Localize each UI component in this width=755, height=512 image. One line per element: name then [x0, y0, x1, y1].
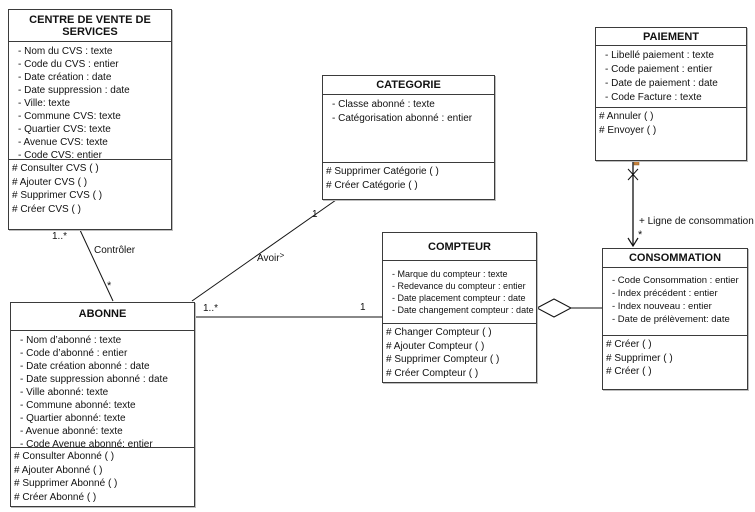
class-title: CONSOMMATION [603, 249, 747, 268]
attribute-item: - Date suppression abonné : date [20, 374, 168, 385]
method-item: # Envoyer ( ) [599, 124, 657, 136]
class-title: ABONNE [11, 303, 194, 331]
method-item: # Consulter CVS ( ) [12, 163, 99, 174]
direction-arrow-icon: ˃ [279, 251, 285, 260]
class-methods: # Créer ( ) # Supprimer ( ) # Créer ( ) [603, 336, 747, 389]
attribute-item: - Commune CVS: texte [18, 111, 121, 122]
class-title: COMPTEUR [383, 233, 536, 261]
method-item: # Supprimer Catégorie ( ) [326, 166, 439, 177]
attribute-item: - Ville abonné: texte [20, 387, 109, 398]
cross-mark-icon [627, 168, 639, 181]
attribute-item: - Redevance du compteur : entier [392, 281, 526, 291]
method-item: # Ajouter Abonné ( ) [14, 464, 103, 476]
method-item: # Créer Catégorie ( ) [326, 179, 418, 191]
class-title: CATEGORIE [323, 76, 494, 95]
multiplicity-abonne-compteur-left: 1..* [203, 303, 219, 314]
attribute-item: - Marque du compteur : texte [392, 269, 508, 279]
multiplicity-cvs-end: 1..* [52, 231, 68, 242]
attribute-item: - Code paiement : entier [605, 64, 713, 75]
method-item: # Supprimer Abonné ( ) [14, 478, 118, 489]
method-item: # Créer ( ) [606, 366, 652, 377]
attribute-item: - Code d’abonné : entier [20, 348, 128, 359]
class-attributes: - Nom du CVS : texte - Code du CVS : enti… [9, 42, 171, 161]
attribute-item: - Commune abonné: texte [20, 400, 136, 411]
class-box-categorie[interactable]: CATEGORIE - Classe abonné : texte - Catég… [322, 75, 495, 200]
method-item: # Créer Abonné ( ) [14, 491, 97, 503]
class-attributes: - Libellé paiement : texte - Code paiemen… [596, 46, 746, 108]
attribute-item: - Quartier abonné: texte [20, 413, 126, 424]
association-label-controler: Contrôler [94, 245, 136, 256]
attribute-item: - Date de prélèvement: date [612, 314, 730, 325]
method-item: # Annuler ( ) [599, 111, 654, 122]
association-line-avoir[interactable] [191, 199, 337, 302]
attribute-item: - Libellé paiement : texte [605, 50, 714, 61]
attribute-item: - Classe abonné : texte [332, 99, 435, 110]
attribute-item: - Index précédent : entier [612, 288, 718, 299]
attribute-item: - Quartier CVS: texte [18, 124, 111, 135]
association-label-avoir-text: Avoir [257, 253, 280, 264]
class-box-abonne[interactable]: ABONNE - Nom d’abonné : texte - Code d’ab… [10, 302, 195, 507]
method-item: # Créer Compteur ( ) [386, 367, 479, 379]
class-title: CENTRE DE VENTE DE SERVICES [9, 10, 171, 42]
class-methods: # Consulter Abonné ( ) # Ajouter Abonné (… [11, 448, 194, 506]
method-item: # Supprimer Compteur ( ) [386, 354, 500, 365]
class-methods: # Changer Compteur ( ) # Ajouter Compteur… [383, 324, 536, 382]
class-methods: # Consulter CVS ( ) # Ajouter CVS ( ) # Su… [9, 160, 171, 229]
method-item: # Créer ( ) [606, 339, 652, 350]
class-title: PAIEMENT [596, 28, 746, 46]
attribute-item: - Date création abonné : date [20, 361, 150, 372]
class-methods: # Supprimer Catégorie ( ) # Créer Catégor… [323, 163, 494, 199]
attribute-item: - Code du CVS : entier [18, 59, 119, 70]
class-attributes: - Nom d’abonné : texte - Code d’abonné : … [11, 331, 194, 450]
aggregation-diamond-icon [535, 298, 573, 318]
class-attributes: - Classe abonné : texte - Catégorisation … [323, 95, 494, 163]
arrowhead-down-icon [627, 237, 639, 248]
association-label-ligne-de-consommation: + Ligne de consommation [639, 216, 754, 227]
class-box-paiement[interactable]: PAIEMENT - Libellé paiement : texte - Cod… [595, 27, 747, 161]
multiplicity-categorie-end: 1 [312, 209, 318, 220]
method-item: # Ajouter Compteur ( ) [386, 340, 485, 352]
attribute-item: - Code Facture : texte [605, 92, 702, 103]
attribute-item: - Avenue abonné: texte [20, 426, 123, 437]
attribute-item: - Ville: texte [18, 98, 71, 109]
method-item: # Consulter Abonné ( ) [14, 451, 115, 462]
method-item: # Créer CVS ( ) [12, 203, 81, 215]
attribute-item: - Code CVS: entier [18, 150, 102, 161]
multiplicity-abonne-end: * [107, 280, 112, 292]
attribute-item: - Date placement compteur : date [392, 293, 526, 303]
method-item: # Supprimer CVS ( ) [12, 190, 103, 201]
attribute-item: - Index nouveau : entier [612, 301, 712, 312]
method-item: # Supprimer ( ) [606, 352, 673, 364]
class-box-compteur[interactable]: COMPTEUR - Marque du compteur : texte - R… [382, 232, 537, 383]
attribute-item: - Date de paiement : date [605, 78, 718, 89]
class-box-consommation[interactable]: CONSOMMATION - Code Consommation : entie… [602, 248, 748, 390]
class-attributes: - Marque du compteur : texte - Redevance … [383, 261, 536, 324]
attribute-item: - Nom du CVS : texte [18, 46, 113, 57]
attribute-item: - Date création : date [18, 72, 112, 83]
attribute-item: - Avenue CVS: texte [18, 137, 108, 148]
class-attributes: - Code Consommation : entier - Index préc… [603, 268, 747, 336]
attribute-item: - Date suppression : date [18, 85, 130, 96]
association-label-avoir: Avoir˃ [257, 250, 284, 264]
class-methods: # Annuler ( ) # Envoyer ( ) [596, 108, 746, 160]
attribute-item: - Nom d’abonné : texte [20, 335, 122, 346]
method-item: # Ajouter CVS ( ) [12, 176, 88, 188]
class-box-centre-de-vente-de-services[interactable]: CENTRE DE VENTE DE SERVICES - Nom du CVS… [8, 9, 172, 230]
attribute-item: - Date changement compteur : date [392, 305, 534, 315]
multiplicity-abonne-compteur-right: 1 [360, 302, 366, 313]
attribute-item: - Code Consommation : entier [612, 275, 739, 286]
attribute-item: - Code Avenue abonné: entier [20, 439, 153, 450]
association-line-controler[interactable] [79, 229, 114, 302]
attribute-item: - Catégorisation abonné : entier [332, 113, 473, 124]
method-item: # Changer Compteur ( ) [386, 327, 492, 338]
multiplicity-consommation-end: * [638, 229, 643, 241]
